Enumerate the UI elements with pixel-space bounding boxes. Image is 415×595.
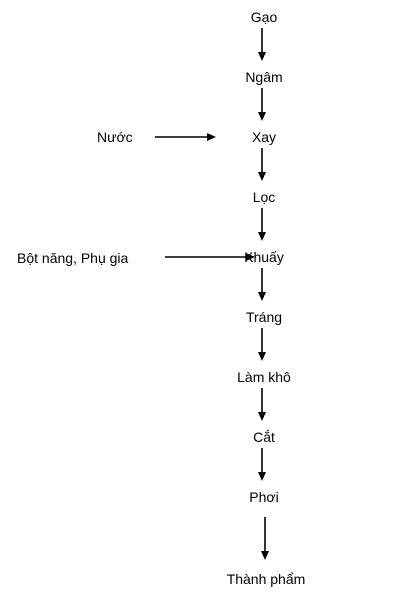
step-khuay: Khuấy (244, 249, 284, 265)
flow-arrow-2 (258, 88, 266, 121)
step-gao: Gạo (251, 9, 278, 25)
step-phoi: Phơi (249, 489, 278, 505)
input-water-arrow (155, 133, 216, 141)
input-water-label: Nước (97, 129, 133, 145)
step-thanh-pham: Thành phẩm (227, 571, 306, 587)
step-cat: Cắt (253, 429, 275, 445)
flow-arrow-5 (258, 268, 266, 301)
flow-arrow-8 (258, 448, 266, 481)
step-trang: Tráng (246, 309, 282, 325)
input-additives-arrow (165, 253, 255, 261)
step-xay: Xay (252, 129, 276, 145)
flow-arrow-6 (258, 328, 266, 361)
flow-arrow-7 (258, 388, 266, 421)
flow-arrow-1 (258, 28, 266, 61)
step-lam-kho: Làm khô (237, 369, 291, 385)
step-loc: Lọc (253, 189, 276, 205)
input-additives-label: Bột năng, Phụ gia (17, 250, 129, 266)
step-ngam: Ngâm (245, 69, 282, 85)
flow-arrow-9 (261, 517, 269, 560)
flow-arrow-4 (258, 208, 266, 241)
flow-arrow-3 (258, 148, 266, 181)
